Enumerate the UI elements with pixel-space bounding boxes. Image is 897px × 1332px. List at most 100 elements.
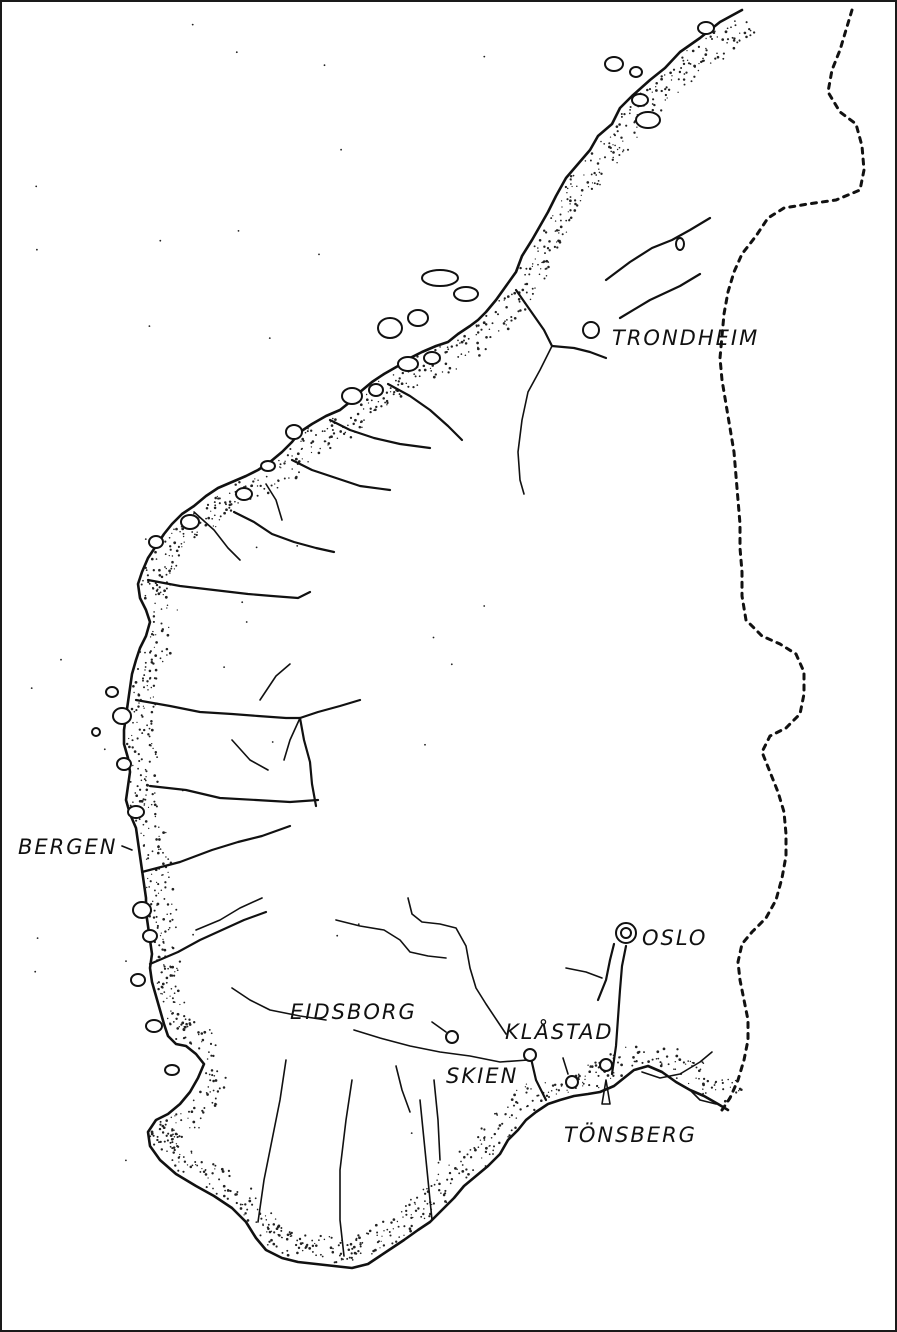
stipple-dot bbox=[163, 965, 166, 968]
stipple-dot bbox=[141, 677, 145, 680]
stipple-dot bbox=[655, 1058, 658, 1060]
stipple-dot bbox=[352, 422, 355, 426]
stipple-dot bbox=[150, 557, 154, 561]
stipple-dot bbox=[150, 658, 153, 661]
stipple-dot bbox=[460, 340, 464, 344]
stipple-dot bbox=[589, 1065, 592, 1068]
stipple-dot bbox=[687, 1082, 690, 1085]
stipple-dot bbox=[466, 1153, 469, 1156]
stipple-dot bbox=[159, 1123, 162, 1126]
islands bbox=[91, 21, 715, 1076]
stipple-dot bbox=[186, 1025, 189, 1028]
stipple-dot bbox=[444, 362, 448, 366]
stipple-dot bbox=[160, 992, 162, 995]
stipple-dot bbox=[154, 750, 158, 754]
stipple-dot bbox=[266, 1231, 268, 1233]
stipple-dot bbox=[161, 982, 165, 986]
stipple-dot bbox=[407, 385, 410, 388]
stipple-dot bbox=[682, 59, 685, 62]
stipple-dot bbox=[171, 1128, 174, 1131]
stipple-dot bbox=[526, 1104, 529, 1108]
stipple-dot bbox=[277, 1233, 280, 1236]
stipple-dot bbox=[469, 1156, 473, 1159]
stipple-dot bbox=[545, 274, 548, 277]
stipple-dot bbox=[154, 812, 157, 816]
stipple-dot bbox=[564, 185, 568, 189]
stipple-dot bbox=[144, 820, 148, 823]
stipple-dot bbox=[467, 1172, 470, 1176]
stipple-dot bbox=[171, 903, 173, 905]
stipple-dot bbox=[281, 1236, 283, 1239]
stipple-dot bbox=[164, 930, 167, 933]
stipple-dot bbox=[510, 1114, 513, 1117]
stipple-dot bbox=[170, 1116, 173, 1119]
stipple-dot bbox=[542, 229, 546, 232]
stipple-dot bbox=[365, 398, 369, 402]
stipple-dot bbox=[229, 509, 233, 512]
stipple-dot bbox=[223, 511, 226, 515]
stipple-dot bbox=[206, 1093, 209, 1096]
sea-speck bbox=[241, 601, 244, 604]
stipple-dot bbox=[153, 774, 157, 777]
stipple-dot bbox=[697, 45, 701, 49]
stipple-dot bbox=[656, 1050, 660, 1054]
stipple-dot bbox=[716, 36, 718, 38]
stipple-dot bbox=[148, 735, 151, 738]
stipple-dot bbox=[323, 430, 326, 432]
stipple-dot bbox=[590, 173, 593, 176]
stipple-dot bbox=[570, 183, 572, 185]
stipple-dot bbox=[179, 1153, 181, 1156]
stipple-dot bbox=[289, 1232, 292, 1236]
stipple-dot bbox=[148, 827, 150, 830]
stipple-dot bbox=[208, 1073, 211, 1076]
stipple-dot bbox=[166, 1150, 168, 1152]
stipple-dot bbox=[401, 371, 404, 375]
stipple-dot bbox=[143, 596, 147, 600]
stipple-dot bbox=[328, 436, 331, 439]
stipple-dot bbox=[307, 461, 309, 463]
stipple-dot bbox=[167, 858, 170, 860]
stipple-dot bbox=[321, 1255, 324, 1258]
stipple-dot bbox=[623, 112, 626, 116]
stipple-dot bbox=[727, 1078, 730, 1081]
stipple-dot bbox=[160, 622, 163, 625]
stipple-dot bbox=[618, 146, 621, 149]
stipple-dot bbox=[723, 1099, 727, 1103]
stipple-dot bbox=[540, 268, 542, 270]
stipple-dot bbox=[659, 1061, 662, 1064]
stipple-dot bbox=[171, 946, 175, 950]
stipple-dot bbox=[714, 1082, 716, 1084]
stipple-dot bbox=[158, 1127, 162, 1131]
stipple-dot bbox=[481, 1157, 483, 1159]
stipple-dot bbox=[149, 651, 152, 654]
stipple-dot bbox=[545, 259, 549, 263]
stipple-dot bbox=[153, 646, 156, 648]
stipple-dot bbox=[683, 73, 686, 75]
stipple-dot bbox=[168, 536, 171, 539]
stipple-dot bbox=[463, 339, 465, 342]
stipple-dot bbox=[166, 604, 169, 607]
skien-pointer bbox=[562, 1057, 569, 1075]
stipple-dot bbox=[285, 1237, 289, 1241]
stipple-dot bbox=[463, 1155, 466, 1159]
stipple-dot bbox=[460, 1160, 462, 1163]
stipple-dot bbox=[458, 1172, 461, 1175]
stipple-dot bbox=[260, 1217, 263, 1220]
stipple-dot bbox=[165, 1119, 168, 1122]
stipple-dot bbox=[420, 1215, 423, 1218]
stipple-dot bbox=[595, 1071, 597, 1074]
stipple-dot bbox=[651, 91, 653, 93]
stipple-dot bbox=[304, 431, 307, 434]
stipple-dot bbox=[378, 380, 380, 383]
stipple-dot bbox=[422, 364, 426, 368]
stipple-dot bbox=[567, 1091, 569, 1093]
stipple-dot bbox=[178, 1025, 181, 1028]
stipple-dot bbox=[152, 705, 155, 708]
stipple-dot bbox=[172, 1146, 176, 1149]
stipple-dot bbox=[721, 38, 725, 41]
stipple-dot bbox=[584, 1078, 586, 1081]
stipple-dot bbox=[259, 484, 262, 488]
stipple-dot bbox=[574, 202, 577, 206]
stipple-dot bbox=[182, 1028, 186, 1032]
stipple-dot bbox=[663, 74, 666, 76]
